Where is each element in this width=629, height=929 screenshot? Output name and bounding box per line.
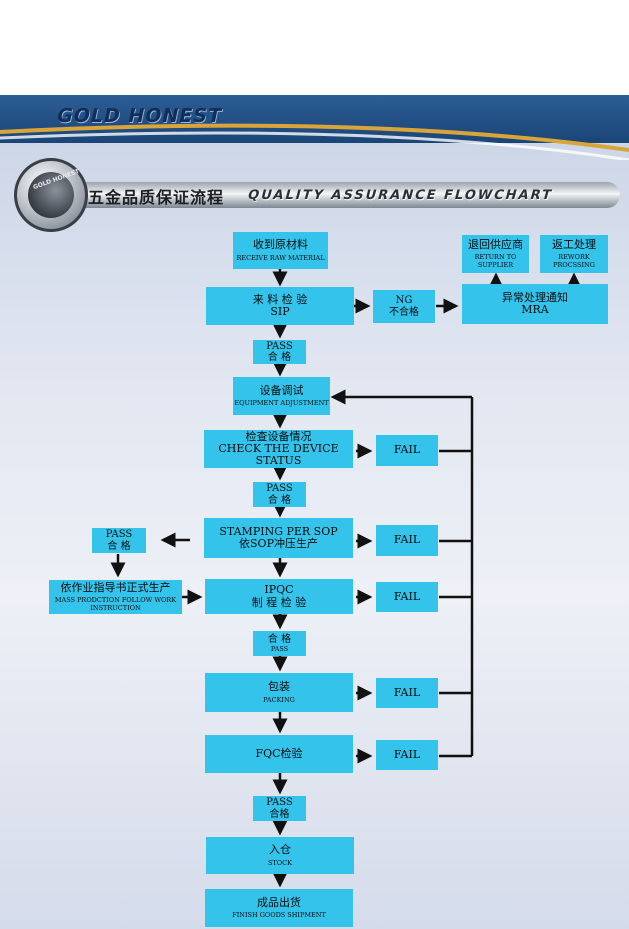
mass-production-box: 依作业指导书正式生产 MASS PRODCTION FOLLOW WORK IN… xyxy=(49,580,182,614)
receive-material-en: RECEIVE RAW MATERIAL xyxy=(236,253,325,262)
packing-cn: 包装 xyxy=(268,680,290,694)
pass-box-1-line1: PASS xyxy=(266,340,293,352)
stock-en: STOCK xyxy=(268,858,292,867)
fail-box-2-label: FAIL xyxy=(393,533,421,547)
ipqc-en: IPQC xyxy=(264,583,294,597)
packing-box: 包装 PACKING xyxy=(205,673,353,712)
title-bar xyxy=(30,182,620,208)
sip-box: 来 料 检 验 SIP xyxy=(206,287,354,325)
pass-box-1-line2: 合 格 xyxy=(267,352,292,363)
stamping-box: STAMPING PER SOP 依SOP冲压生产 xyxy=(204,518,353,558)
fail-box-4: FAIL xyxy=(376,678,438,708)
page-title-cn: 五金品质保证流程 xyxy=(88,188,225,207)
ng-line2: 不合格 xyxy=(389,306,419,318)
pass-side-box: PASS 合 格 xyxy=(92,528,146,553)
fail-box-3-label: FAIL xyxy=(393,589,421,603)
mass-production-en: MASS PRODCTION FOLLOW WORK INSTRUCTION xyxy=(54,596,177,612)
pass-box-4-line1: PASS xyxy=(266,797,293,809)
ipqc-box: IPQC 制 程 检 验 xyxy=(205,579,353,614)
stamping-en: STAMPING PER SOP xyxy=(219,524,338,538)
ng-box: NG 不合格 xyxy=(373,290,435,323)
pass-box-3: 合 格 PASS xyxy=(253,631,306,656)
shipment-en: FINISH GOODS SHIPMENT xyxy=(232,911,326,920)
gold-swoosh xyxy=(0,123,629,160)
stock-cn: 入仓 xyxy=(269,843,291,857)
rework-cn: 返工处理 xyxy=(552,238,596,252)
mra-box: 异常处理通知 MRA xyxy=(462,284,608,324)
check-device-cn: 检查设备情况 xyxy=(245,429,312,443)
return-supplier-box: 退回供应商 RETURN TO SUPPLIER xyxy=(462,235,529,273)
pass-box-2-line1: PASS xyxy=(266,483,293,495)
mra-en: MRA xyxy=(521,303,549,316)
ipqc-cn: 制 程 检 验 xyxy=(251,595,307,609)
receive-material-box: 收到原材料 RECEIVE RAW MATERIAL xyxy=(233,232,328,269)
pass-box-3-line2: PASS xyxy=(270,644,289,653)
pass-side-line2: 合 格 xyxy=(107,540,131,552)
fail-box-5-label: FAIL xyxy=(393,747,421,761)
fail-box-4-label: FAIL xyxy=(393,685,421,699)
sip-cn: 来 料 检 验 xyxy=(252,292,308,306)
return-supplier-en: RETURN TO SUPPLIER xyxy=(474,253,517,269)
equipment-adjustment-cn: 设备调试 xyxy=(259,383,304,397)
mra-cn: 异常处理通知 xyxy=(502,290,568,304)
check-device-box: 检查设备情况 CHECK THE DEVICE STATUS xyxy=(204,430,353,468)
pass-box-2-line2: 合 格 xyxy=(267,494,292,506)
emblem-center xyxy=(28,172,74,218)
receive-material-cn: 收到原材料 xyxy=(253,238,308,252)
pass-box-3-line1: 合 格 xyxy=(267,633,292,645)
equipment-adjustment-box: 设备调试 EQUIPMENT ADJUSTMENT xyxy=(233,377,330,415)
fqc-box: FQC检验 xyxy=(205,735,353,773)
packing-en: PACKING xyxy=(263,695,295,704)
stamping-cn: 依SOP冲压生产 xyxy=(239,537,318,550)
ng-line1: NG xyxy=(395,295,413,307)
fqc-cn: FQC检验 xyxy=(255,746,303,760)
fail-box-5: FAIL xyxy=(376,740,438,770)
sip-en: SIP xyxy=(270,305,290,318)
pass-box-2: PASS 合 格 xyxy=(253,482,306,507)
mass-production-cn: 依作业指导书正式生产 xyxy=(60,581,171,595)
pass-box-4: PASS 合格 xyxy=(253,796,306,821)
return-supplier-cn: 退回供应商 xyxy=(468,238,523,252)
pass-box-1: PASS 合 格 xyxy=(253,340,306,364)
fail-box-1-label: FAIL xyxy=(393,443,421,457)
check-device-en: CHECK THE DEVICE STATUS xyxy=(218,441,339,468)
shipment-cn: 成品出货 xyxy=(257,895,301,909)
pass-box-4-line2: 合格 xyxy=(269,808,290,820)
rework-box: 返工处理 REWORK PROCSSING xyxy=(540,235,608,273)
rework-en: REWORK PROCSSING xyxy=(553,253,595,269)
pass-side-line1: PASS xyxy=(105,529,133,541)
fail-box-1: FAIL xyxy=(376,435,438,466)
equipment-adjustment-en: EQUIPMENT ADJUSTMENT xyxy=(234,399,329,408)
fail-box-2: FAIL xyxy=(376,525,438,556)
shipment-box: 成品出货 FINISH GOODS SHIPMENT xyxy=(205,889,353,927)
stock-box: 入仓 STOCK xyxy=(206,837,354,874)
fail-box-3: FAIL xyxy=(376,582,438,612)
